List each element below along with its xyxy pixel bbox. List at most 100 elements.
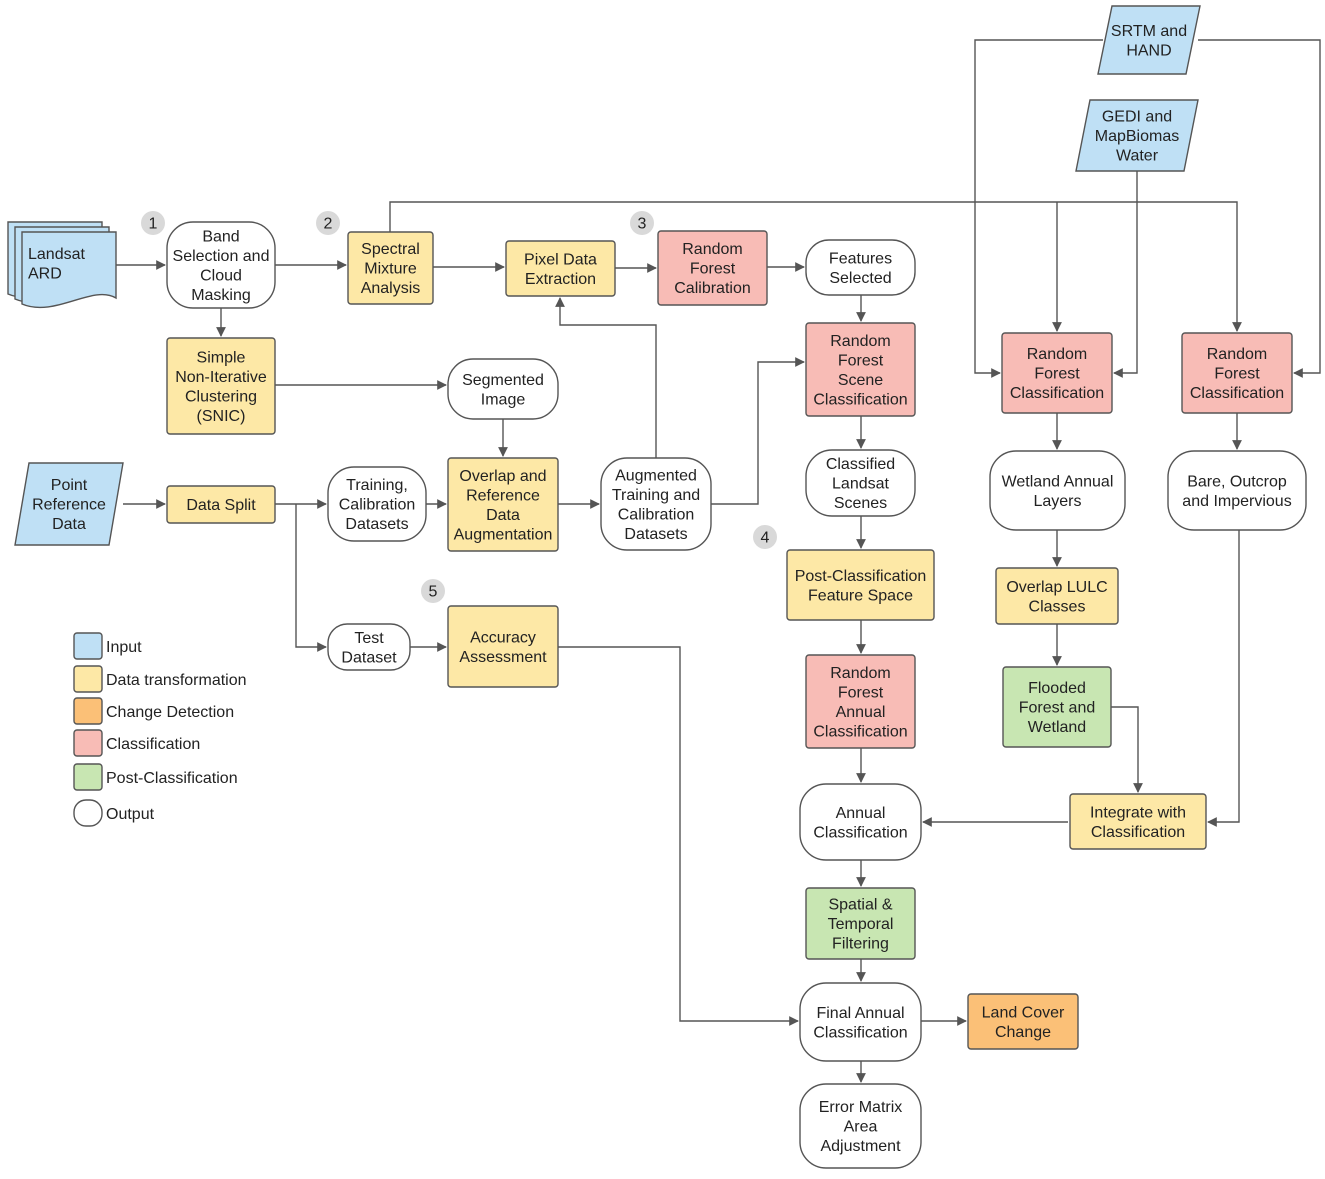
step-badge: 5 <box>421 579 445 603</box>
node-shape <box>805 322 916 417</box>
legend-item-post: Post-Classification <box>73 763 238 791</box>
node-label-line: and Impervious <box>1182 493 1291 510</box>
node-label-line: Pixel Data <box>524 251 597 268</box>
node-label-line: Wetland <box>1028 719 1086 736</box>
node-label-line: MapBiomas <box>1095 128 1179 145</box>
node-shape <box>657 230 768 306</box>
node-label-line: Accuracy <box>470 629 536 646</box>
node-shape <box>447 358 559 420</box>
node-shape <box>786 549 935 621</box>
node-label-line: Area <box>844 1119 878 1136</box>
node-label-line: Classification <box>813 391 907 408</box>
node-label-line: Calibration <box>618 506 694 523</box>
node-label-line: Spatial & <box>828 897 892 914</box>
node-label-line: Clustering <box>185 388 257 405</box>
node-shape <box>600 457 712 551</box>
node-shape <box>799 982 922 1062</box>
legend-label: Output <box>106 806 155 823</box>
node-label-line: Training, <box>346 477 408 494</box>
step-badge: 1 <box>141 211 165 235</box>
node-label-line: Calibration <box>674 280 750 297</box>
step-badge: 2 <box>316 211 340 235</box>
step-badge: 3 <box>630 211 654 235</box>
node-label-line: Layers <box>1033 493 1081 510</box>
node-label-line: Forest <box>838 352 884 369</box>
connector-arrow <box>1198 39 1321 378</box>
node-shape <box>1097 5 1201 75</box>
step-badge-circle <box>421 579 445 603</box>
node-label-line: Non-Iterative <box>175 369 267 386</box>
node-label-line: Error Matrix <box>819 1099 903 1116</box>
node-label-line: Random <box>1207 346 1267 363</box>
legend-swatch <box>73 799 103 827</box>
connector-arrow <box>711 357 805 505</box>
node-label-line: Random <box>830 333 890 350</box>
node-label-line: SRTM and <box>1111 23 1187 40</box>
connector-arrow <box>555 297 657 458</box>
node-shape <box>1075 99 1199 172</box>
node-shape <box>347 231 434 305</box>
legend-label: Post-Classification <box>106 770 238 787</box>
node-label-line: Flooded <box>1028 680 1086 697</box>
node-shape <box>327 466 427 542</box>
node-label-line: Dataset <box>341 649 397 666</box>
node-label-line: Datasets <box>345 516 408 533</box>
node-label-line: Classification <box>813 824 907 841</box>
node-label-line: Masking <box>191 287 251 304</box>
legend-swatch <box>73 665 103 693</box>
node-label-line: Integrate with <box>1090 804 1186 821</box>
node-label-line: Datasets <box>624 526 687 543</box>
node-label-line: Classes <box>1029 598 1086 615</box>
step-badge-circle <box>630 211 654 235</box>
node-label-line: Forest <box>838 684 884 701</box>
node-shape <box>805 887 916 960</box>
node-label-line: ARD <box>28 265 62 282</box>
node-label-line: Classified <box>826 456 895 473</box>
node-label-line: Classification <box>1010 385 1104 402</box>
node-label-line: Analysis <box>361 280 421 297</box>
node-label-line: Overlap and <box>459 468 546 485</box>
node-label-line: Classification <box>813 1024 907 1041</box>
node-shape <box>805 654 916 749</box>
node-shape <box>967 993 1079 1050</box>
node-shape <box>21 231 117 309</box>
node-label-line: Forest <box>690 261 736 278</box>
node-label-line: Image <box>481 391 526 408</box>
node-label-line: Forest <box>1034 366 1080 383</box>
node-shape <box>505 240 616 297</box>
node-label-line: GEDI and <box>1102 109 1172 126</box>
step-badge-circle <box>141 211 165 235</box>
step-badge-number: 1 <box>149 216 158 233</box>
node-label-line: Random <box>682 241 742 258</box>
node-label-line: Random <box>1027 346 1087 363</box>
legend-label: Change Detection <box>106 704 234 721</box>
step-badge-number: 4 <box>761 530 770 547</box>
